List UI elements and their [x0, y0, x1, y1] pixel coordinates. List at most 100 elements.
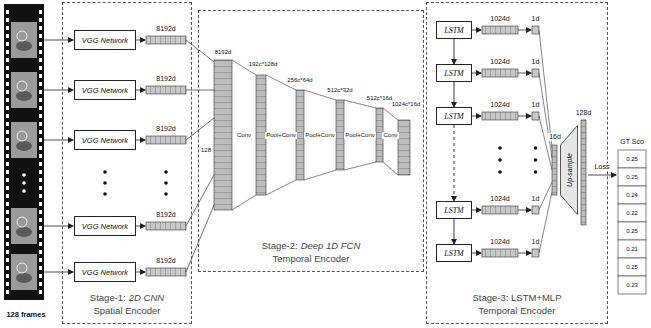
score-vector: [552, 145, 557, 195]
dimension-label: 16d: [548, 133, 562, 141]
network-name: VGG Network: [82, 86, 128, 95]
arrow: [472, 73, 481, 74]
loss-arrow: [588, 175, 616, 176]
block-label: Up-sample: [566, 153, 573, 187]
ellipsis-dot: [534, 170, 538, 174]
score-cell: [532, 69, 539, 77]
stage-panel: Stage-1:2D CNNSpatial EncoderVGG Network…: [62, 2, 192, 324]
stage-heading: Deep 1D FCN: [301, 239, 361, 252]
film-strip: [4, 4, 44, 300]
lstm-cell: LSTM: [436, 21, 472, 39]
arrow: [472, 116, 481, 117]
arrow: [136, 226, 145, 227]
stage-heading: 2D CNN: [129, 291, 164, 304]
ellipsis-dot: [534, 146, 538, 150]
dimension-label: 8192d: [155, 211, 176, 219]
dimension-label: 8192d: [214, 49, 233, 56]
frame-figure: [16, 91, 32, 101]
dimension-label: 1024c*16d: [391, 101, 422, 108]
dimension-label: 1d: [531, 15, 541, 23]
ellipsis-dot: [103, 192, 107, 196]
conv-layer: [336, 100, 344, 170]
dimension-label: Conv: [382, 132, 398, 139]
ellipsis-dot: [22, 189, 26, 193]
recurrent-arrow: [454, 125, 455, 201]
feature-vector: [482, 249, 518, 257]
merge-line: [186, 175, 214, 226]
projection-line: [266, 180, 296, 195]
arrow: [136, 272, 145, 273]
arrow: [518, 210, 531, 211]
merge-line: [539, 192, 552, 253]
feature-vector: [146, 136, 186, 144]
vgg-network-box: VGG Network: [74, 262, 136, 282]
dimension-label: 192c*128d: [248, 61, 279, 68]
arrow: [472, 253, 481, 254]
gt-cell: [618, 222, 646, 240]
cell-name: LSTM: [444, 206, 464, 215]
frame-arrows: [44, 40, 145, 272]
upsample-block: Up-sample: [560, 125, 578, 215]
vgg-network-box: VGG Network: [74, 216, 136, 236]
feature-vector: [482, 206, 518, 214]
gt-cell: [618, 204, 646, 222]
gt-score: 0.24: [625, 192, 639, 199]
arrow: [518, 30, 531, 31]
frame-figure: [16, 273, 32, 283]
dimension-label: 512c*32d: [326, 87, 353, 94]
projection-line: [383, 162, 398, 175]
network-name: VGG Network: [82, 36, 128, 45]
dimension-label: 1d: [531, 101, 541, 109]
arrow: [518, 253, 531, 254]
arrow: [44, 90, 73, 91]
arrow: [472, 30, 481, 31]
dimension-label: 1024d: [489, 58, 510, 66]
arrow: [518, 116, 531, 117]
video-frame: [11, 122, 37, 158]
lstm-cell: LSTM: [436, 64, 472, 82]
vgg-network-box: VGG Network: [74, 80, 136, 100]
fcn-layers: [214, 60, 410, 210]
recurrent-arrow: [454, 39, 455, 64]
arrow: [136, 90, 145, 91]
ellipsis-dot: [164, 192, 168, 196]
dimension-label: 1024d: [489, 101, 510, 109]
merge-line: [539, 73, 552, 158]
dimension-label: 8192d: [155, 257, 176, 265]
cell-name: LSTM: [444, 26, 464, 35]
recurrent-arrow: [454, 219, 455, 244]
gt-cell: [618, 240, 646, 258]
gt-score: 0.22: [625, 210, 639, 217]
lstm-cell: LSTM: [436, 201, 472, 219]
merge-line: [539, 182, 552, 210]
arrow: [518, 73, 531, 74]
ellipsis-dot: [498, 146, 502, 150]
arrow: [472, 210, 481, 211]
vgg-network-box: VGG Network: [74, 130, 136, 150]
feature-vector: [482, 26, 518, 34]
projection-line: [344, 162, 376, 170]
feature-vector: [146, 222, 186, 230]
dimension-label: 1d: [531, 195, 541, 203]
conv-layer: [398, 120, 410, 175]
dimension-label: Pool+Conv: [344, 132, 376, 139]
feature-vector: [146, 36, 186, 44]
cell-name: LSTM: [444, 249, 464, 258]
stage-heading: Spatial Encoder: [93, 304, 160, 317]
dimension-label: Pool+Conv: [265, 132, 297, 139]
ellipsis-dot: [103, 181, 107, 185]
video-frame: [11, 254, 37, 290]
dimension-label: 1024d: [489, 195, 510, 203]
merge-line: [186, 118, 214, 140]
ellipsis-dot: [103, 170, 107, 174]
ellipsis-dot: [534, 158, 538, 162]
sprocket-holes: [39, 6, 42, 298]
gt-cell: [618, 276, 646, 294]
gt-column: [618, 150, 646, 294]
arrow: [44, 226, 73, 227]
stage-heading: Temporal Encoder: [272, 252, 349, 265]
frame-figure: [16, 41, 32, 51]
frame-mark: [17, 217, 27, 227]
score-cell: [532, 249, 539, 257]
score-cell: [532, 112, 539, 120]
